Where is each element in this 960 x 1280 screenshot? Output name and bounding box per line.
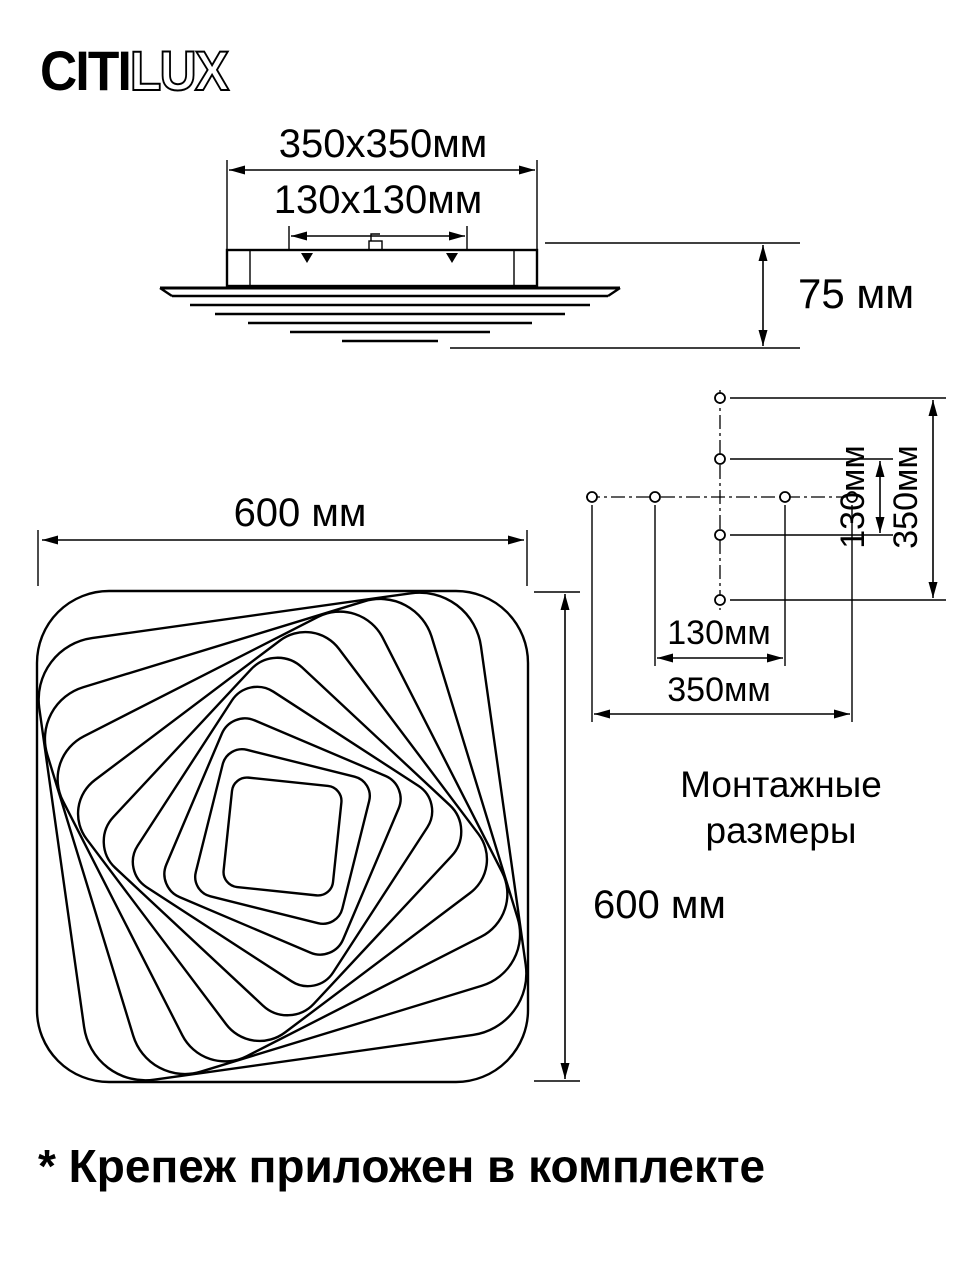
nested-square xyxy=(194,748,371,925)
mounting-hole xyxy=(714,392,726,404)
nested-square xyxy=(35,589,530,1084)
lamp-spiral-squares xyxy=(35,589,530,1084)
mounting-caption-line2: размеры xyxy=(706,810,857,851)
top-view: 600 мм 600 мм xyxy=(35,491,726,1084)
brand-logo-text: CITILUX xyxy=(40,40,229,102)
mounting-hole xyxy=(779,491,791,503)
nested-square xyxy=(43,597,522,1076)
nested-square xyxy=(102,656,463,1017)
bracket-mark xyxy=(301,253,313,263)
mounting-diagram: 130мм 350мм 130мм 350мм Монтажные размер… xyxy=(586,390,946,851)
mounting-hole xyxy=(714,529,726,541)
plate-bevel xyxy=(159,287,173,297)
nested-square xyxy=(76,630,489,1043)
plate-bevel xyxy=(607,287,621,297)
side-dim-height-label: 75 мм xyxy=(798,270,914,317)
brand-logo-outline: LUX xyxy=(130,40,229,102)
mount-dim-v350-label: 350мм xyxy=(887,445,925,548)
mounting-hole xyxy=(714,594,726,606)
mounting-hole xyxy=(586,491,598,503)
side-dim-inner-label: 130x130мм xyxy=(274,178,482,222)
nested-square xyxy=(222,776,343,897)
mount-dim-h350-label: 350мм xyxy=(667,671,770,709)
mount-dim-h130-label: 130мм xyxy=(667,614,770,652)
mount-dim-v130-label: 130мм xyxy=(834,445,872,548)
mounting-hook-wire xyxy=(370,233,380,241)
mounting-hole xyxy=(649,491,661,503)
top-dim-width-label: 600 мм xyxy=(234,491,367,535)
side-view: 350x350мм 130x130мм 75 мм xyxy=(159,122,914,349)
nested-square xyxy=(56,610,509,1063)
nested-square xyxy=(163,717,402,956)
mounting-hole xyxy=(714,453,726,465)
nested-square xyxy=(131,685,434,988)
mounting-hole xyxy=(846,491,858,503)
bracket-mark xyxy=(446,253,458,263)
brand-logo-solid: CITI xyxy=(40,40,130,102)
footnote: * Крепеж приложен в комплекте xyxy=(38,1140,765,1192)
canopy-box xyxy=(225,248,539,288)
nested-square xyxy=(37,591,528,1082)
top-dim-height-label: 600 мм xyxy=(593,883,726,927)
mounting-hook xyxy=(368,240,383,251)
mounting-caption-line1: Монтажные xyxy=(680,764,882,805)
side-dim-outer-label: 350x350мм xyxy=(279,122,487,166)
brand-logo: CITILUX xyxy=(40,39,232,103)
